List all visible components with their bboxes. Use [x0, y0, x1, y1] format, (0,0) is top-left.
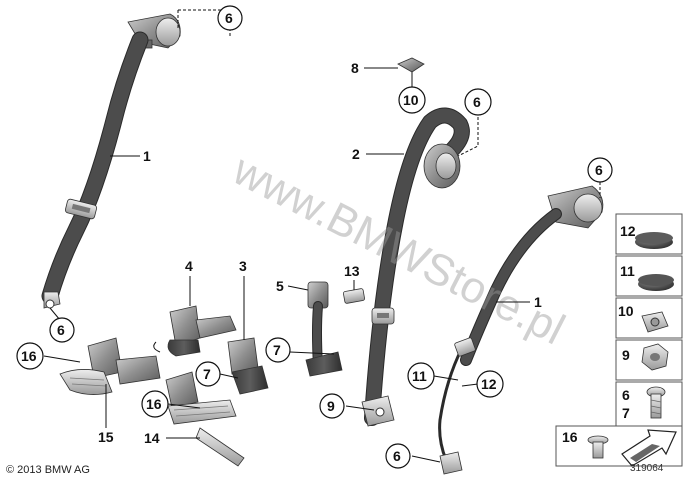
panel-label-11: 11 [620, 263, 635, 279]
panel-label-12: 12 [620, 223, 636, 239]
callout-4: 4 [185, 258, 193, 274]
panel-label-16: 16 [562, 429, 578, 445]
callout-2: 2 [352, 146, 360, 162]
fasteners-panel: 12 11 10 9 6 7 16 [555, 213, 683, 467]
height-adjuster-left [64, 198, 98, 220]
copyright-text: © 2013 BMW AG [6, 464, 90, 476]
belt-1-right [438, 185, 604, 475]
callout-6-top: 6 [225, 10, 233, 26]
callout-16-left: 16 [21, 348, 37, 364]
retractor-right [547, 185, 604, 229]
buckle-part-5 [305, 281, 343, 377]
buckle-part-3 [227, 337, 269, 395]
anchor-right [439, 451, 463, 475]
callout-13: 13 [344, 263, 360, 279]
callout-8: 8 [351, 60, 359, 76]
callouts: 6 1 6 16 15 4 3 7 16 14 5 [16, 5, 613, 469]
callout-14: 14 [144, 430, 160, 446]
callout-12: 12 [481, 376, 497, 392]
belt-2-middle [343, 57, 470, 427]
panel-label-6: 6 [622, 387, 630, 403]
callout-6-right: 6 [595, 162, 603, 178]
panel-row-6-7 [615, 381, 683, 427]
callout-15: 15 [98, 429, 114, 445]
callout-7-right: 7 [273, 342, 281, 358]
part-13-tongue [343, 288, 365, 304]
retractor-middle [423, 143, 461, 189]
panel-label-10: 10 [618, 303, 634, 319]
lower-anchor-left [43, 291, 61, 309]
callout-5: 5 [276, 278, 284, 294]
buckle-part-4 [153, 305, 237, 357]
callout-6-middle: 6 [473, 94, 481, 110]
callout-7-mid: 7 [203, 366, 211, 382]
panel-label-9: 9 [622, 347, 630, 363]
belt-1-left [41, 13, 181, 309]
callout-10: 10 [403, 92, 419, 108]
anchor-middle [361, 395, 395, 427]
callout-11: 11 [412, 368, 427, 384]
image-number: 319064 [630, 463, 664, 474]
clip-middle [371, 307, 395, 325]
clip-right [454, 337, 476, 357]
callout-6-left: 6 [57, 322, 65, 338]
panel-label-7: 7 [622, 405, 630, 421]
callout-9: 9 [327, 398, 335, 414]
callout-3: 3 [239, 258, 247, 274]
callout-1-right: 1 [534, 294, 542, 310]
part-8-clip [397, 57, 425, 73]
callout-1-left: 1 [143, 148, 151, 164]
callout-6-bottom: 6 [393, 448, 401, 464]
callout-16-mid: 16 [146, 396, 162, 412]
buckle-part-15 [59, 337, 161, 395]
